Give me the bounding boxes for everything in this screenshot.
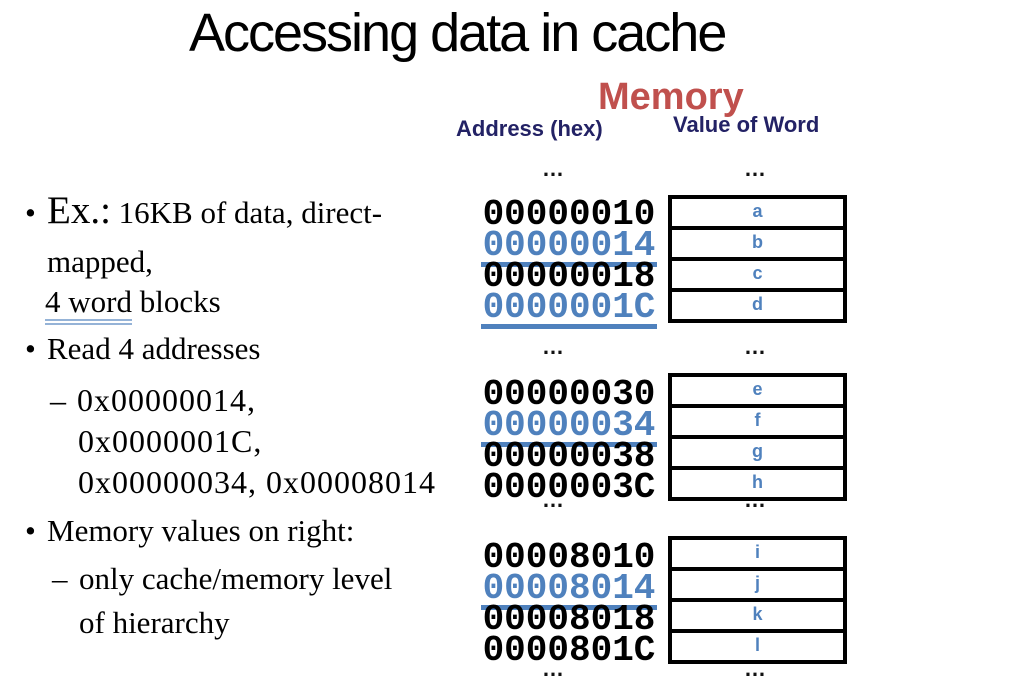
read-sub-line2: 0x0000001C,: [78, 423, 263, 459]
memory-cell: l: [668, 629, 847, 664]
bullet-ex-line3-rest: blocks: [131, 284, 221, 319]
memory-cell: a: [668, 195, 847, 230]
address-group-3: 00008010 00008014 00008018 0000801C: [481, 537, 657, 671]
memory-address: 00008018: [482, 599, 656, 640]
value-table-2: e f g h: [668, 373, 847, 501]
memory-cell: f: [668, 404, 847, 439]
memory-cell: e: [668, 373, 847, 408]
underlined-4-word: 4 word: [45, 284, 132, 325]
memory-cell: h: [668, 466, 847, 501]
bullet-ex-line3: 4 word blocks: [45, 283, 221, 325]
column-header-address: Address (hex): [456, 116, 603, 141]
bullet-ex-line1: 16KB of data, direct-: [110, 195, 383, 230]
memory-cell: c: [668, 257, 847, 292]
memory-cell: k: [668, 598, 847, 633]
ellipsis: …: [542, 656, 565, 681]
value-table-1: a b c d: [668, 195, 847, 323]
memory-address: 0000801C: [482, 630, 656, 671]
memory-cell: g: [668, 435, 847, 470]
memory-address-highlighted: 00008014: [482, 568, 656, 609]
memory-cell: i: [668, 536, 847, 571]
memory-address: 00000010: [482, 194, 656, 235]
cell-value: j: [754, 572, 760, 593]
bullet-icon: •: [25, 513, 36, 548]
bullet-icon: •: [25, 331, 36, 366]
cell-value: a: [752, 200, 763, 221]
memory-address: 00000038: [482, 436, 656, 477]
memory-address: 0000003C: [482, 467, 656, 508]
bullet-read-text: Read 4 addresses: [47, 331, 261, 366]
ellipsis: …: [542, 487, 565, 512]
memory-heading: Memory: [598, 76, 744, 118]
read-sub-line1: –0x00000014,: [50, 381, 256, 419]
cell-value: l: [754, 634, 760, 655]
memory-cell: d: [668, 288, 847, 323]
ellipsis: …: [744, 156, 767, 181]
address-list-1: 0x00000014,: [77, 382, 256, 418]
memory-address: 00000018: [482, 256, 656, 297]
slide-title: Accessing data in cache: [189, 3, 727, 63]
ellipsis: …: [542, 334, 565, 359]
memory-address-highlighted: 00000034: [482, 405, 656, 446]
cell-value: k: [752, 603, 763, 624]
cell-value: g: [752, 440, 763, 461]
address-group-2: 00000030 00000034 00000038 0000003C: [481, 374, 657, 508]
address-group-1: 00000010 00000014 00000018 0000001C: [481, 194, 657, 328]
memory-cell: b: [668, 226, 847, 261]
bullet-ex-lead: Ex.:: [47, 189, 111, 232]
memory-values-sub-line1: –only cache/memory level: [52, 560, 392, 598]
bullet-memory-values: • Memory values on right:: [25, 512, 354, 550]
memory-address: 00000030: [482, 374, 656, 415]
dash-icon: –: [50, 382, 67, 418]
cell-value: d: [752, 293, 763, 314]
dash-icon: –: [52, 561, 68, 596]
read-sub-line3: 0x00000034, 0x00008014: [78, 464, 436, 500]
cell-value: f: [754, 409, 761, 430]
memory-values-sub-line2: of hierarchy: [79, 605, 230, 640]
cell-value: h: [752, 471, 763, 492]
bullet-read: • Read 4 addresses: [25, 330, 261, 368]
cell-value: e: [752, 378, 763, 399]
cell-value: b: [752, 231, 763, 252]
memory-values-sub-text: only cache/memory level: [79, 561, 393, 596]
cell-value: c: [752, 262, 763, 283]
memory-address: 00008010: [482, 537, 656, 578]
ellipsis: …: [744, 334, 767, 359]
memory-address-highlighted: 0000001C: [482, 287, 656, 328]
ellipsis: …: [542, 156, 565, 181]
memory-address-highlighted: 00000014: [482, 225, 656, 266]
value-table-3: i j k l: [668, 536, 847, 664]
bullet-memory-values-text: Memory values on right:: [47, 513, 355, 548]
column-header-value: Value of Word: [673, 112, 820, 137]
bullet-ex: • Ex.: 16KB of data, direct-: [25, 189, 383, 232]
bullet-ex-line2: mapped,: [47, 244, 153, 279]
cell-value: i: [754, 541, 760, 562]
bullet-icon: •: [25, 195, 36, 230]
memory-cell: j: [668, 567, 847, 602]
